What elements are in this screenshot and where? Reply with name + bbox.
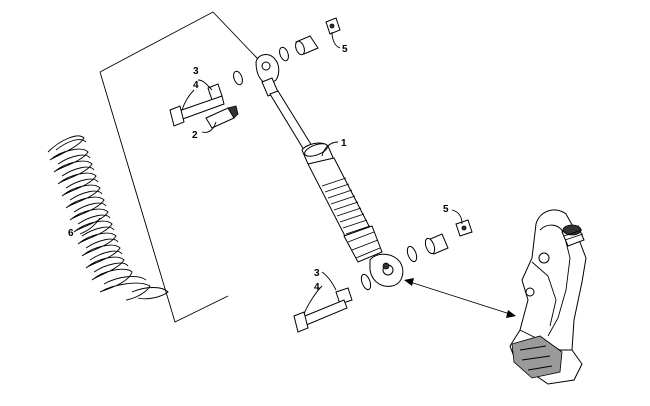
leader-lines xyxy=(79,31,463,315)
upper-hardware xyxy=(169,17,341,129)
callout-spring: 6 xyxy=(68,228,74,239)
callout-bolt-upper: 4 xyxy=(193,80,199,91)
connection-arrow xyxy=(404,278,516,318)
callout-labels: 1 2 3 4 5 6 5 3 4 xyxy=(68,44,449,293)
lower-hardware xyxy=(293,219,473,333)
callout-shock: 1 xyxy=(341,138,347,149)
callout-bolt-lower: 4 xyxy=(314,282,320,293)
spindle-knuckle xyxy=(509,209,587,385)
shock-absorber xyxy=(255,54,404,287)
callout-sleeve-upper: 3 xyxy=(193,66,199,77)
coil-spring xyxy=(47,135,169,301)
callout-sleeve-lower: 3 xyxy=(314,268,320,279)
callout-nut-upper: 5 xyxy=(342,44,348,55)
callout-pin: 2 xyxy=(192,130,198,141)
callout-nut-lower: 5 xyxy=(443,204,449,215)
assembly-boundary xyxy=(99,11,277,323)
